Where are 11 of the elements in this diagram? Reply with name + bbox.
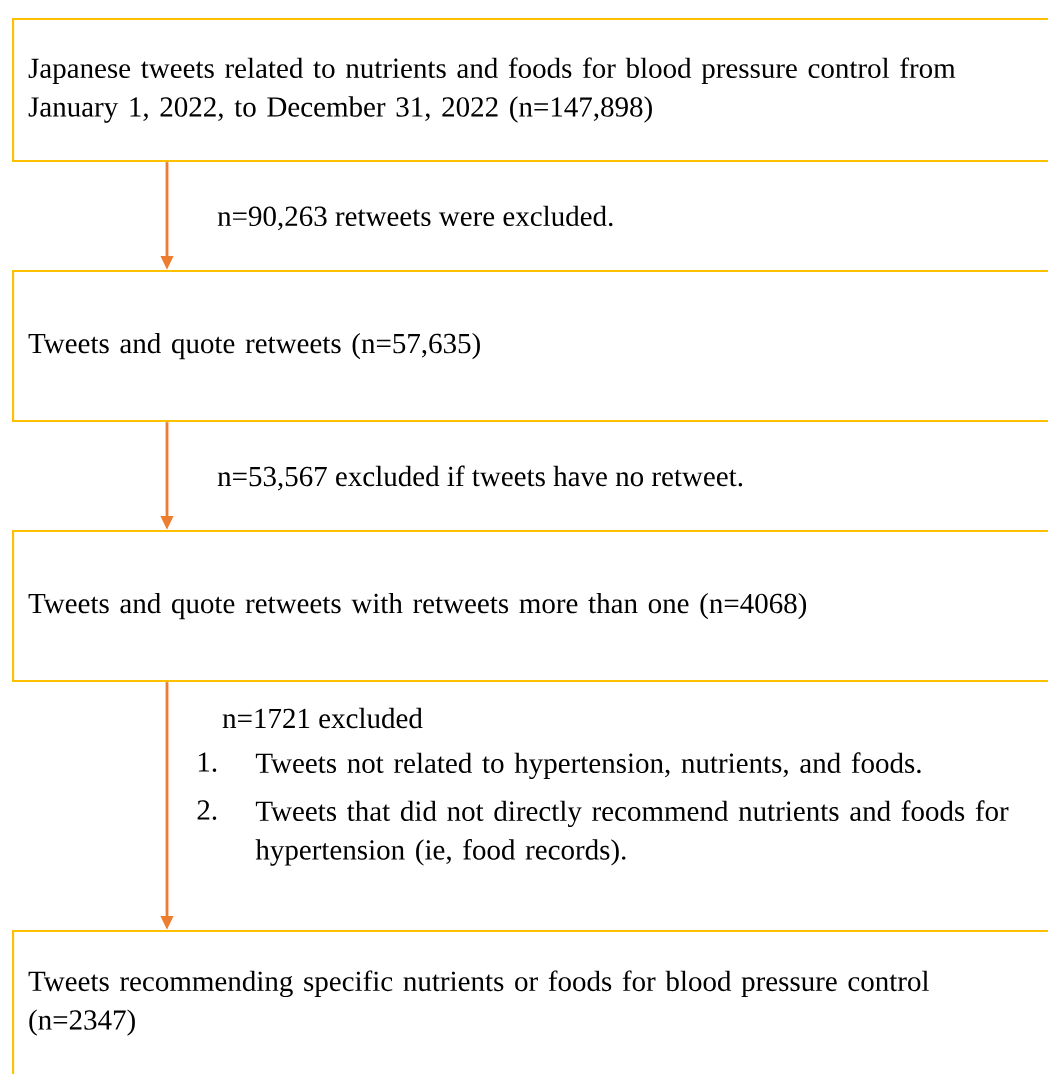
list-number: 1. [198,752,217,772]
process-box: Tweets recommending specific nutrients or foods for blood pressure control (n=2347) [12,930,1048,1074]
list-item: Tweets that did not directly recommend nutrients and foods for hypertension (ie, food records). [255,800,1009,866]
list-number: 2. [197,800,217,820]
process-box: Japanese tweets related to nutrients and foods for blood pressure control from January 1, 2022, to December 31, 2022 (n=147,898) [12,18,1048,163]
edge-label: n=53,567 excluded if tweets have no retweet. [217,465,743,491]
process-box: Tweets and quote retweets (n=57,635) [12,270,1048,423]
edge-label: n=90,263 retweets were excluded. [217,205,613,231]
list-item: Tweets not related to hypertension, nutrients, and foods. [255,752,921,780]
process-box: Tweets and quote retweets with retweets more than one (n=4068) [12,530,1048,683]
edge-label: n=1721 excluded [222,707,423,729]
